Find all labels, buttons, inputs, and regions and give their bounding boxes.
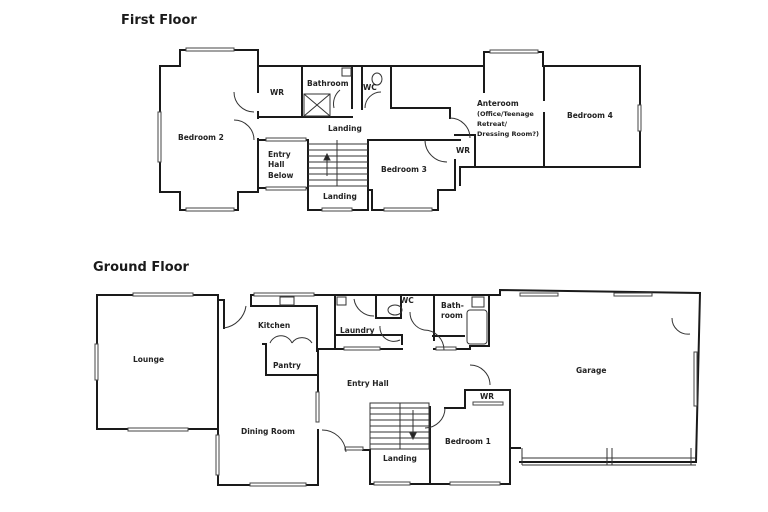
room-label-entry-hall-below-3: Below — [268, 171, 294, 180]
room-label-landing-stairs: Landing — [323, 192, 357, 201]
room-label-kitchen: Kitchen — [258, 321, 290, 330]
room-label-bedroom3: Bedroom 3 — [381, 165, 427, 174]
first-floor-plan: Bedroom 2 WR Bathroom WC Landing Entry H… — [157, 47, 642, 212]
room-label-anteroom-note-1: (Office/Teenage — [477, 110, 534, 118]
room-label-landing: Landing — [328, 124, 362, 133]
room-label-anteroom-note-2: Retreat/ — [477, 120, 508, 128]
room-label-bathroom-2: room — [441, 311, 463, 320]
room-label-wr: WR — [270, 88, 284, 97]
room-label-anteroom: Anteroom — [477, 99, 519, 108]
room-label-entry-hall: Entry Hall — [347, 379, 389, 388]
room-label-entry-hall-below-2: Hall — [268, 160, 284, 169]
ground-floor-title: Ground Floor — [93, 260, 189, 275]
room-label-anteroom-note-3: Dressing Room?) — [477, 130, 539, 138]
room-label-pantry: Pantry — [273, 361, 301, 370]
room-label-wc: WC — [363, 83, 377, 92]
room-label-bathroom: Bathroom — [307, 79, 349, 88]
room-label-wr: WR — [480, 392, 494, 401]
room-label-landing: Landing — [383, 454, 417, 463]
room-label-bedroom4: Bedroom 4 — [567, 111, 613, 120]
bedroom2-walls — [159, 49, 259, 211]
room-label-bedroom1: Bedroom 1 — [445, 437, 491, 446]
room-label-entry-hall-below-1: Entry — [268, 150, 291, 159]
room-label-laundry: Laundry — [340, 326, 375, 335]
room-label-wc: WC — [400, 296, 414, 305]
ground-floor-plan: Lounge Kitchen Pantry Dining Room Laundr… — [94, 288, 702, 487]
first-floor-title: First Floor — [121, 13, 197, 28]
room-label-wr2: WR — [456, 146, 470, 155]
ground-floor-stairs — [369, 402, 430, 450]
room-label-garage: Garage — [576, 366, 606, 375]
room-label-lounge: Lounge — [133, 355, 164, 364]
room-label-bedroom2: Bedroom 2 — [178, 133, 224, 142]
room-label-dining-room: Dining Room — [241, 427, 295, 436]
first-floor-stairs — [308, 140, 368, 187]
room-label-bathroom-1: Bath- — [441, 301, 464, 310]
